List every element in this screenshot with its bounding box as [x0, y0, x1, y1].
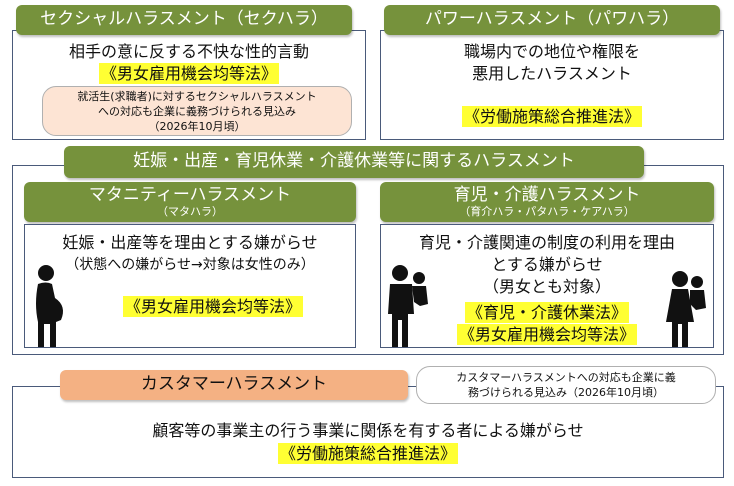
ikuji-desc-line: とする嫌がらせ: [491, 255, 603, 274]
man-holding-child-icon: [388, 265, 428, 347]
kasuhara-desc: 顧客等の事業主の行う事業に関係を有する者による嫌がらせ: [152, 421, 584, 440]
sekuhara-note-line: （2026年10月頃）: [148, 119, 246, 133]
matahara-box: [24, 224, 356, 348]
ikuji-desc: 育児・介護関連の制度の利用を理由 とする嫌がらせ （男女とも対象）: [380, 232, 714, 298]
kasuhara-note: カスタマーハラスメントへの対応も企業に義 務づけられる見込み（2026年10月頃…: [416, 366, 716, 404]
matahara-law: 《男女雇用機会均等法》: [122, 296, 303, 317]
ninshin-title: 妊娠・出産・育児休業・介護休業等に関するハラスメント: [133, 151, 575, 172]
pawahara-title: パワーハラスメント（パワハラ）: [424, 9, 680, 30]
ikuji-law-1: 《育児・介護休業法》: [464, 302, 629, 323]
pawahara-desc: 職場内での地位や権限を 悪用したハラスメント: [380, 41, 724, 85]
sekuhara-note-line: への対応も企業に義務づけられる見込み: [98, 104, 296, 118]
ninshin-header: 妊娠・出産・育児休業・介護休業等に関するハラスメント: [64, 146, 644, 178]
woman-holding-child-icon: [666, 271, 706, 347]
matahara-title: マタニティーハラスメント: [88, 184, 292, 205]
pregnant-woman-icon: [36, 265, 63, 347]
pawahara-header: パワーハラスメント（パワハラ）: [384, 5, 720, 35]
sekuhara-title: セクシャルハラスメント（セクハラ）: [40, 9, 328, 30]
sekuhara-note-line: 就活生(求職者)に対するセクシャルハラスメント: [77, 89, 317, 103]
pawahara-law: 《労働施策総合推進法》: [461, 106, 642, 127]
ikuji-law-2: 《男女雇用機会均等法》: [456, 324, 637, 345]
sekuhara-desc: 相手の意に反する不快な性的言動: [68, 42, 309, 61]
ikuji-subtitle: （育介ハラ・パタハラ・ケアハラ）: [459, 205, 635, 219]
matahara-subtitle: （マタハラ）: [157, 205, 223, 219]
kasuhara-law: 《労働施策総合推進法》: [277, 443, 458, 464]
kasuhara-header: カスタマーハラスメント: [60, 370, 408, 400]
kasuhara-title: カスタマーハラスメント: [140, 374, 328, 395]
ikuji-header: 育児・介護ハラスメント （育介ハラ・パタハラ・ケアハラ）: [380, 182, 714, 222]
ikuji-title: 育児・介護ハラスメント: [453, 184, 641, 205]
pawahara-desc-line: 職場内での地位や権限を: [463, 42, 640, 61]
matahara-desc: 妊娠・出産等を理由とする嫌がらせ: [62, 233, 318, 252]
ikuji-desc-line: 育児・介護関連の制度の利用を理由: [418, 233, 675, 252]
pawahara-desc-line: 悪用したハラスメント: [472, 64, 632, 83]
sekuhara-law: 《男女雇用機会均等法》: [98, 63, 279, 84]
ikuji-desc-line: （男女とも対象）: [482, 277, 611, 296]
sekuhara-header: セクシャルハラスメント（セクハラ）: [16, 5, 352, 35]
matahara-desc2: （状態への嫌がらせ→対象は女性のみ）: [65, 257, 315, 273]
kasuhara-note-line: カスタマーハラスメントへの対応も企業に義: [456, 371, 676, 384]
kasuhara-note-line: 務づけられる見込み（2026年10月頃）: [468, 386, 664, 399]
matahara-header: マタニティーハラスメント （マタハラ）: [24, 182, 356, 222]
sekuhara-note: 就活生(求職者)に対するセクシャルハラスメント への対応も企業に義務づけられる見…: [42, 86, 352, 136]
